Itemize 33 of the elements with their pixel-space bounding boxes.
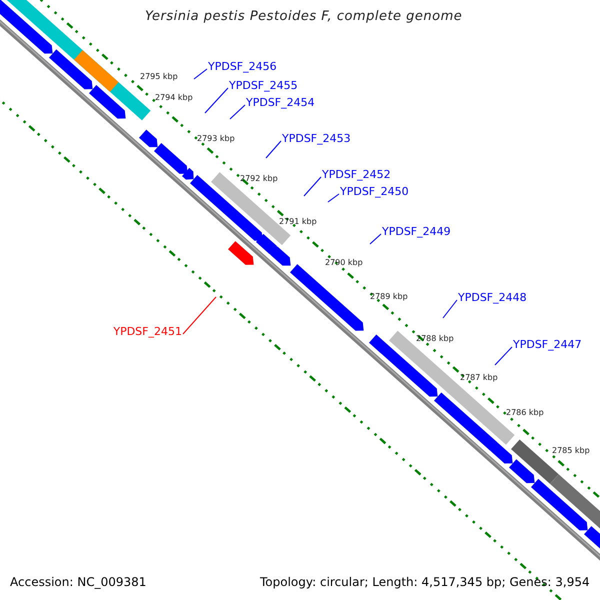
- gene-label: YPDSF_2455: [229, 79, 298, 93]
- leader-line: [304, 176, 322, 196]
- gene-label: YPDSF_2453: [282, 132, 351, 146]
- scale-label: 2786 kbp: [506, 407, 544, 419]
- gene-label: YPDSF_2451: [113, 325, 182, 339]
- scale-label: 2793 kbp: [197, 133, 235, 145]
- leader-line: [494, 346, 512, 366]
- scale-label: 2785 kbp: [552, 445, 590, 457]
- accession-text: Accession: NC_009381: [10, 575, 146, 589]
- scale-label: 2795 kbp: [140, 71, 178, 83]
- scale-label: 2787 kbp: [460, 372, 498, 384]
- leader-line: [370, 234, 382, 244]
- scale-label: 2792 kbp: [240, 173, 278, 185]
- leader-line: [182, 296, 216, 334]
- gene-label: YPDSF_2456: [208, 60, 277, 74]
- gene-label: YPDSF_2450: [340, 185, 409, 199]
- leader-line: [442, 300, 458, 318]
- leader-line: [204, 88, 228, 114]
- leader-line: [328, 194, 340, 202]
- scale-label: 2790 kbp: [325, 257, 363, 269]
- leader-line: [230, 104, 246, 120]
- leader-line: [194, 68, 208, 80]
- scale-label: 2791 kbp: [279, 216, 317, 228]
- leader-line: [266, 140, 282, 158]
- gene-label: YPDSF_2448: [458, 291, 527, 305]
- gene-label: YPDSF_2454: [246, 96, 315, 110]
- gene-label: YPDSF_2447: [513, 338, 582, 352]
- gene-label: YPDSF_2452: [322, 168, 391, 182]
- genome-summary: Topology: circular; Length: 4,517,345 bp; Genes: 3,954: [260, 575, 590, 589]
- gene-label: YPDSF_2449: [382, 225, 451, 239]
- scale-label: 2794 kbp: [155, 92, 193, 104]
- map-title: Yersinia pestis Pestoides F, complete genome: [145, 10, 462, 24]
- scale-label: 2789 kbp: [370, 291, 408, 303]
